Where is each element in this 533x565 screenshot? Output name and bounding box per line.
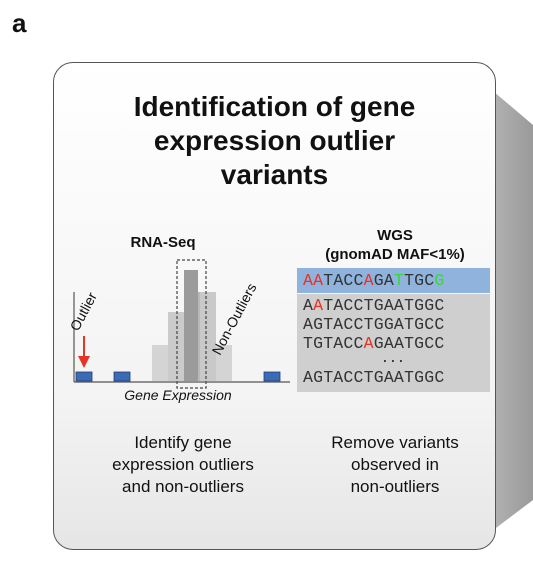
outlier-label: Outlier bbox=[67, 289, 101, 333]
reference-sequence: AATACCAGATTGCG bbox=[303, 271, 445, 290]
caption-right-line: observed in bbox=[351, 455, 439, 474]
non-outlier-label: Non-Outliers bbox=[209, 281, 260, 358]
caption-left-line: Identify gene bbox=[134, 433, 232, 452]
caption-right: Remove variants observed in non-outliers bbox=[300, 432, 490, 498]
caption-left-line: and non-outliers bbox=[122, 477, 244, 496]
title-line: variants bbox=[220, 159, 329, 190]
read-4: AGTACCTGAATGGC bbox=[303, 368, 445, 387]
wgs-label-line2: (gnomAD MAF<1%) bbox=[325, 246, 465, 263]
histogram-bar bbox=[152, 345, 168, 381]
rnaseq-label: RNA-Seq bbox=[130, 234, 196, 251]
outlier-arrow-head bbox=[78, 356, 90, 368]
read-3: TGTACCAGAATGCC bbox=[303, 334, 445, 353]
expression-histogram: Outlier Non-Outliers Gene Expression bbox=[67, 259, 290, 403]
outlier-marker bbox=[75, 371, 93, 382]
caption-left-line: expression outliers bbox=[112, 455, 254, 474]
non-outlier-box bbox=[176, 259, 207, 389]
caption-right-line: non-outliers bbox=[350, 477, 440, 496]
reads-bg bbox=[297, 294, 490, 392]
caption-right-line: Remove variants bbox=[331, 433, 459, 452]
histogram-bar bbox=[200, 292, 216, 381]
read-1: AATACCTGAATGGC bbox=[303, 296, 445, 315]
sample-marker bbox=[113, 371, 131, 382]
reference-sequence-bg bbox=[297, 268, 490, 293]
histogram-bar bbox=[216, 345, 232, 381]
wgs-label: WGS (gnomAD MAF<1%) bbox=[300, 226, 490, 264]
sample-marker bbox=[263, 371, 281, 382]
caption-left: Identify gene expression outliers and no… bbox=[98, 432, 268, 498]
title-line: Identification of gene bbox=[133, 91, 416, 122]
histogram-bar bbox=[168, 312, 184, 381]
panel-letter: a bbox=[12, 8, 27, 38]
title-line: expression outlier bbox=[153, 125, 396, 156]
read-2: AGTACCTGGATGCC bbox=[303, 315, 445, 334]
reads-ellipsis: ... bbox=[381, 351, 406, 366]
x-axis-label: Gene Expression bbox=[124, 387, 232, 403]
wgs-label-line1: WGS bbox=[377, 227, 413, 244]
card-title: Identification of gene expression outlie… bbox=[53, 90, 496, 192]
histogram-bar-center bbox=[184, 270, 198, 381]
